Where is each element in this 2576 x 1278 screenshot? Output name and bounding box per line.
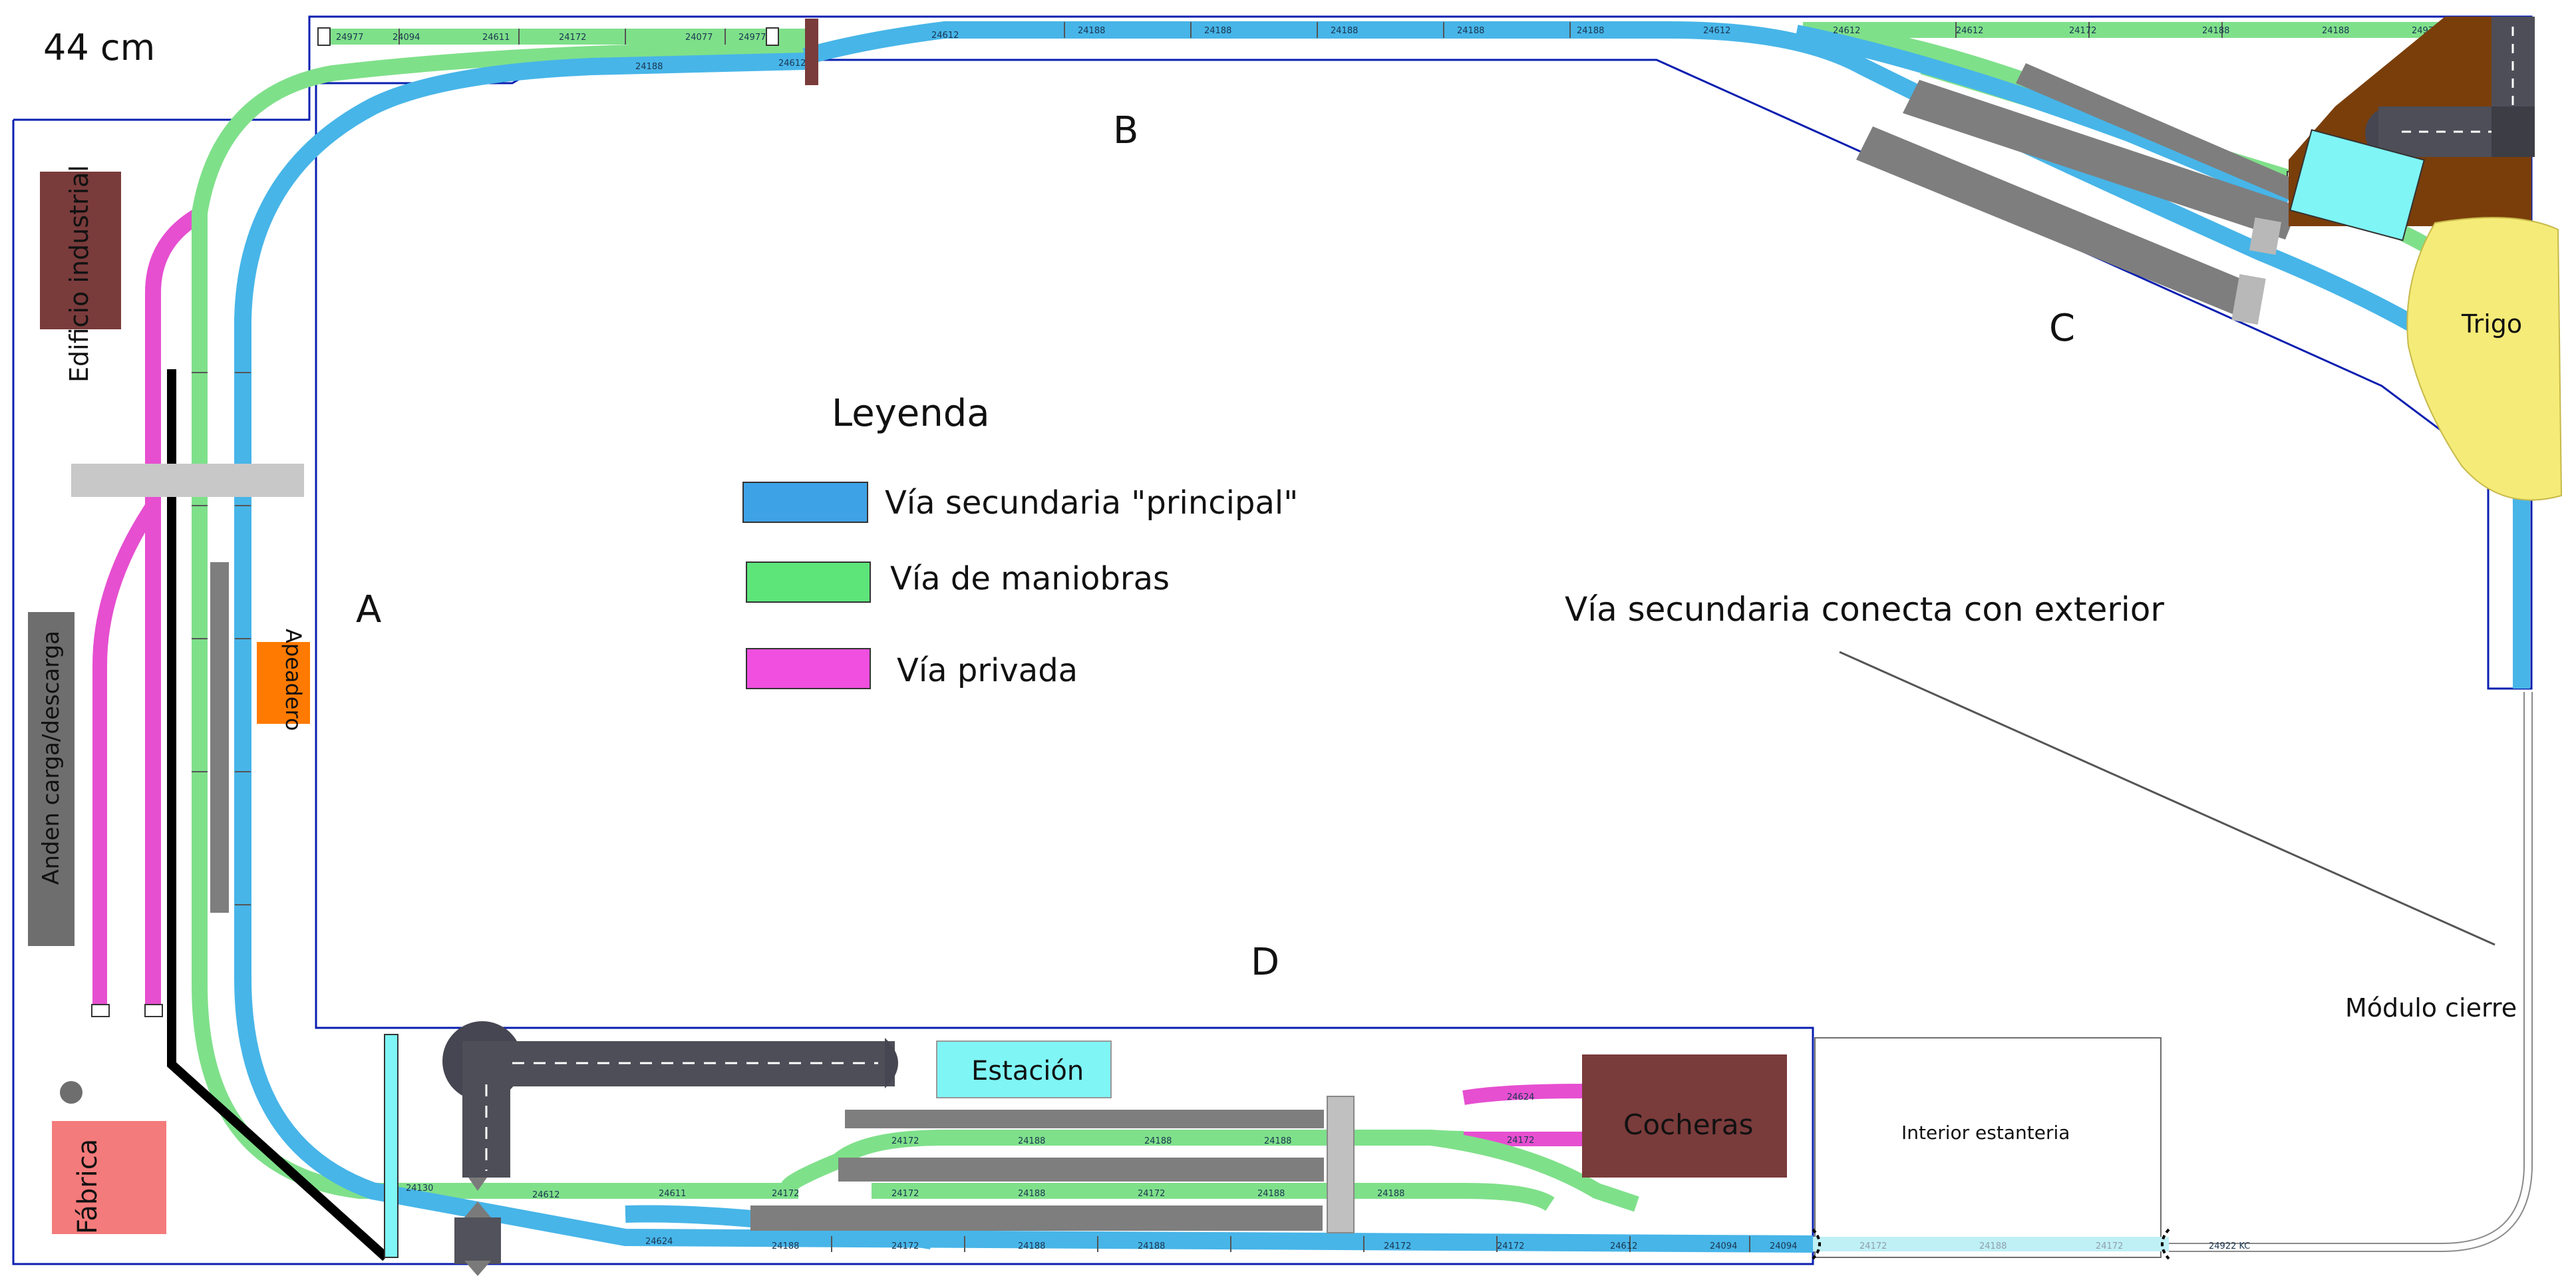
anden-central-izq xyxy=(210,562,229,913)
track-code: 24188 xyxy=(1018,1189,1045,1199)
section-label-b: B xyxy=(1113,109,1138,152)
note-exterior: Vía secundaria conecta con exterior xyxy=(1565,590,2164,629)
legend-label-maniobras: Vía de maniobras xyxy=(890,560,1170,597)
edificio-industrial-label: Edificio industrial xyxy=(65,165,94,383)
track-code: 24188 xyxy=(1979,1241,2007,1251)
andenes-superiores xyxy=(1856,63,2299,325)
section-label-c: C xyxy=(2049,307,2075,350)
track-code: 24188 xyxy=(1204,26,1231,36)
anden-label: Anden carga/descarga xyxy=(38,631,65,885)
section-label-a: A xyxy=(356,588,381,631)
track-code: 24172 xyxy=(891,1136,919,1146)
track-code: 24612 xyxy=(931,31,959,41)
track-code: 24188 xyxy=(1377,1189,1404,1199)
track-code: 24612 xyxy=(778,59,806,69)
fabrica xyxy=(52,1121,166,1234)
estacion-label: Estación xyxy=(971,1056,1084,1086)
fabrica-chimenea xyxy=(60,1081,82,1104)
trigo-label: Trigo xyxy=(2461,309,2522,339)
track-code: 24612 xyxy=(532,1190,560,1200)
apeadero-label: Apeadero xyxy=(281,629,306,731)
track-code: 24612 xyxy=(1956,26,1983,36)
track-code: 24188 xyxy=(1018,1136,1045,1146)
track-code: 24624 xyxy=(645,1237,673,1247)
track-ties xyxy=(192,22,2223,1252)
track-code: 24977 xyxy=(336,33,363,43)
track-code: 24172 xyxy=(1384,1241,1411,1251)
modulo-cierre-track xyxy=(1813,692,2533,1258)
locomotive-depot xyxy=(442,1021,898,1276)
track-code: 24077 xyxy=(685,33,713,43)
track-code: 24188 xyxy=(1018,1241,1045,1251)
andenes-inferiores xyxy=(750,1096,1355,1233)
apeadero xyxy=(257,642,310,724)
legend-label-privada: Vía privada xyxy=(897,652,1078,689)
track-code: 24172 xyxy=(891,1189,919,1199)
legend: Leyenda Vía secundaria "principal" Vía d… xyxy=(742,392,1298,689)
track-code: 24172 xyxy=(559,33,586,43)
track-code: 24612 xyxy=(1703,26,1730,36)
track-code: 24094 xyxy=(1710,1241,1737,1251)
legend-title: Leyenda xyxy=(832,392,990,435)
track-code: 24188 xyxy=(772,1241,799,1251)
senal-marron xyxy=(805,19,818,85)
scale-label: 44 cm xyxy=(43,27,155,69)
track-code: 24188 xyxy=(1144,1136,1172,1146)
via-privada-tracks xyxy=(92,206,1584,1146)
note-modulo: Módulo cierre xyxy=(2345,993,2517,1023)
anden-carga-descarga xyxy=(28,612,75,946)
track-code: 24611 xyxy=(659,1189,686,1199)
track-code: 24188 xyxy=(1577,26,1604,36)
junction-marker xyxy=(1812,1228,1821,1260)
track-code: 24172 xyxy=(2069,26,2096,36)
edificio-cian xyxy=(2289,128,2425,241)
track-code: 24612 xyxy=(1610,1241,1637,1251)
estacion xyxy=(936,1040,1112,1098)
track-code: 24172 xyxy=(891,1241,919,1251)
edificio-industrial xyxy=(40,172,121,329)
track-code: 24188 xyxy=(1138,1241,1165,1251)
track-code: 24172 xyxy=(1138,1189,1165,1199)
table-outline xyxy=(12,15,2533,1265)
trigo-field xyxy=(2406,217,2563,501)
track-code: 24977 xyxy=(738,33,766,43)
legend-swatch-privada xyxy=(746,648,871,689)
track-code: 24188 xyxy=(2202,26,2229,36)
track-code: 24188 xyxy=(1331,26,1358,36)
track-code: 24172 xyxy=(2096,1241,2123,1251)
track-code: 24188 xyxy=(1457,26,1484,36)
track-code: 24188 xyxy=(635,62,663,72)
pasarela xyxy=(71,464,304,497)
track-code: 24130 xyxy=(406,1184,433,1194)
barrier-line xyxy=(167,369,389,1261)
section-label-d: D xyxy=(1251,941,1279,984)
anden-estrecho xyxy=(384,1034,399,1258)
track-code: 24172 xyxy=(1497,1241,1524,1251)
track-code: 24188 xyxy=(2322,26,2349,36)
track-code: 24188 xyxy=(1257,1189,1285,1199)
track-code: 24094 xyxy=(1770,1241,1797,1251)
note-exterior-pointer xyxy=(1839,651,2496,946)
track-code: 24188 xyxy=(1264,1136,1291,1146)
track-code: 24188 xyxy=(1078,26,1105,36)
cocheras-label: Cocheras xyxy=(1623,1108,1753,1141)
cocheras xyxy=(1582,1054,1787,1178)
track-code: 24612 xyxy=(1833,26,1860,36)
junction-marker xyxy=(2161,1228,2170,1260)
track-code: 24611 xyxy=(482,33,510,43)
track-code: 24922 KC xyxy=(2209,1241,2250,1251)
interior-estanteria-box xyxy=(1814,1037,2162,1258)
fabrica-label: Fábrica xyxy=(73,1139,103,1234)
track-code: 24094 xyxy=(393,33,420,43)
legend-swatch-principal xyxy=(742,482,868,523)
track-code: 24172 xyxy=(1859,1241,1887,1251)
legend-label-principal: Vía secundaria "principal" xyxy=(885,484,1298,522)
track-code: 24172 xyxy=(772,1189,799,1199)
legend-swatch-maniobras xyxy=(746,561,871,603)
interior-estanteria-label: Interior estanteria xyxy=(1901,1122,2070,1144)
track-code: 24172 xyxy=(1507,1136,1534,1146)
track-code: 24624 xyxy=(1507,1092,1534,1102)
